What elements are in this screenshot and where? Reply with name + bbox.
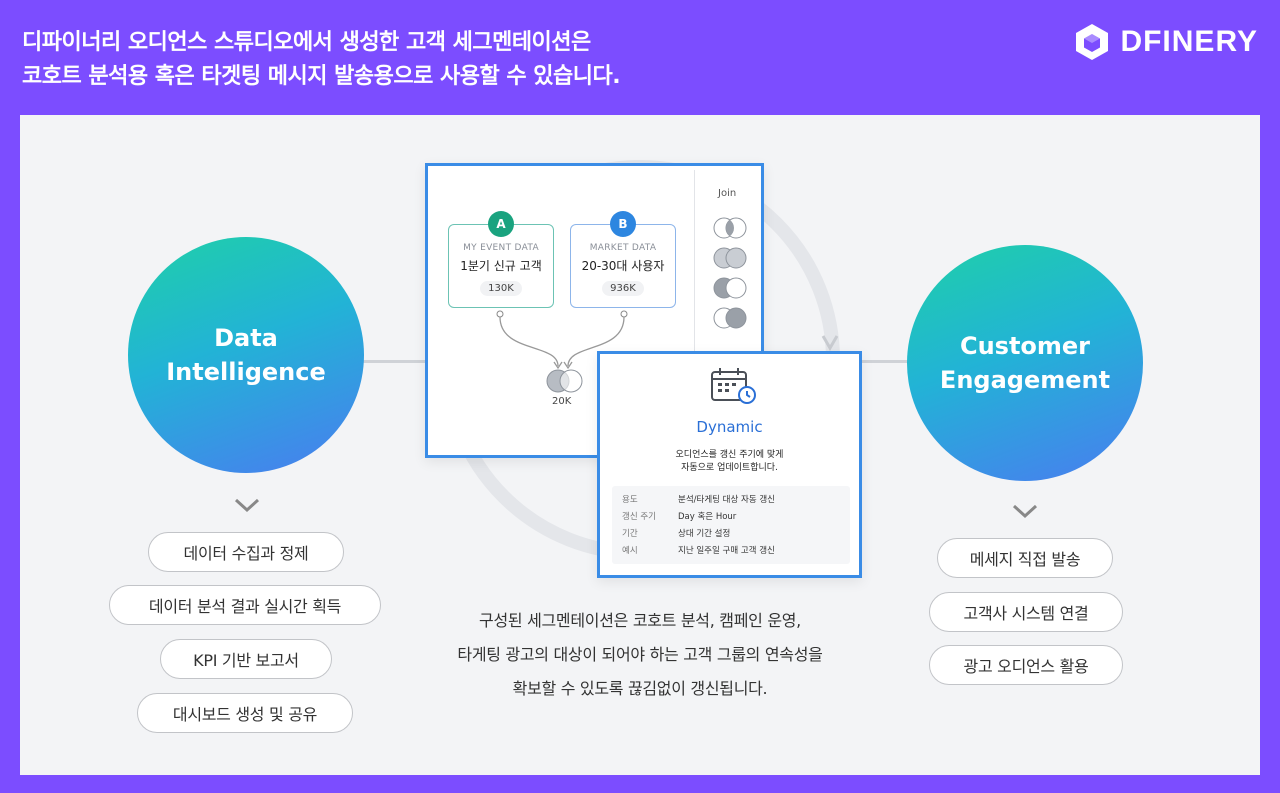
segment-b-name: 20-30대 사용자 [581, 259, 665, 273]
caption: 구성된 세그멘테이션은 코호트 분석, 캠페인 운영, 타게팅 광고의 대상이 … [400, 604, 880, 706]
right-item-2: 고객사 시스템 연결 [929, 592, 1123, 632]
caption-line-1: 구성된 세그멘테이션은 코호트 분석, 캠페인 운영, [479, 611, 801, 630]
join-result-count: 20K [552, 396, 572, 407]
segment-b-count: 936K [602, 281, 644, 296]
headline-line-1: 디파이너리 오디언스 스튜디오에서 생성한 고객 세그멘테이션은 [22, 30, 591, 55]
segment-a-name: 1분기 신규 고객 [460, 259, 542, 273]
segment-b-card: B MARKET DATA 20-30대 사용자 936K [570, 211, 676, 308]
left-item-2: 데이터 분석 결과 실시간 획득 [109, 585, 381, 625]
dynamic-description: 오디언스를 갱신 주기에 맞게 자동으로 업데이트합니다. [675, 450, 784, 473]
calendar-clock-icon [711, 368, 756, 404]
ring-arrow-icon [821, 335, 839, 351]
segment-a-type: MY EVENT DATA [463, 243, 539, 253]
segment-a-card: A MY EVENT DATA 1분기 신규 고객 130K [448, 211, 554, 308]
segment-a-badge: A [488, 211, 514, 237]
brand-name: DFINERY [1120, 25, 1258, 58]
join-result-venn-icon [546, 369, 583, 393]
caption-line-2: 타게팅 광고의 대상이 되어야 하는 고객 그룹의 연속성을 [457, 645, 823, 664]
dynamic-row-key: 갱신 주기 [622, 512, 656, 522]
dynamic-row: 용도 분석/타게팅 대상 자동 갱신 [622, 492, 840, 509]
right-item-3: 광고 오디언스 활용 [929, 645, 1123, 685]
left-item-3: KPI 기반 보고서 [160, 639, 332, 679]
data-intelligence-circle: Data Intelligence [128, 237, 364, 473]
dynamic-row-value: 상대 기간 설정 [678, 529, 731, 539]
join-label: Join [718, 188, 737, 199]
dynamic-row-value: 분석/타게팅 대상 자동 갱신 [678, 495, 775, 505]
left-item-1: 데이터 수집과 정제 [148, 532, 344, 572]
left-chevron-down-icon [232, 496, 262, 516]
join-intersect-icon[interactable] [712, 216, 748, 240]
join-union-icon[interactable] [712, 246, 748, 270]
dynamic-details-table: 용도 분석/타게팅 대상 자동 갱신 갱신 주기 Day 혹은 Hour 기간 상대 … [612, 486, 850, 564]
right-connector-line [860, 360, 910, 363]
customer-engagement-label: Customer Engagement [939, 332, 1111, 394]
right-item-1: 메세지 직접 발송 [937, 538, 1113, 578]
dynamic-row: 예시 지난 일주일 구매 고객 갱신 [622, 543, 840, 560]
dynamic-row-value: Day 혹은 Hour [678, 512, 737, 522]
join-divider [694, 170, 695, 454]
dynamic-title: Dynamic [696, 418, 763, 436]
dynamic-row-key: 기간 [622, 529, 638, 539]
dfinery-cube-icon [1076, 24, 1109, 60]
dynamic-card: Dynamic 오디언스를 갱신 주기에 맞게 자동으로 업데이트합니다. 용도… [597, 351, 862, 578]
segment-a-count: 130K [480, 281, 522, 296]
headline-line-2: 코호트 분석용 혹은 타겟팅 메시지 발송용으로 사용할 수 있습니다. [22, 64, 621, 89]
brand-logo: DFINERY [1074, 22, 1258, 62]
segment-b-type: MARKET DATA [589, 243, 657, 253]
segment-b-badge: B [610, 211, 636, 237]
join-connector-lines [496, 310, 628, 370]
dynamic-row-value: 지난 일주일 구매 고객 갱신 [678, 546, 775, 556]
dynamic-row-key: 용도 [622, 495, 638, 505]
dynamic-row-key: 예시 [622, 546, 638, 556]
join-right-exclude-icon[interactable] [712, 306, 748, 330]
data-intelligence-label: Data Intelligence [166, 324, 326, 386]
headline: 디파이너리 오디언스 스튜디오에서 생성한 고객 세그멘테이션은 코호트 분석용… [22, 26, 621, 94]
left-connector-line [360, 360, 430, 363]
left-item-4: 대시보드 생성 및 공유 [137, 693, 353, 733]
dynamic-row: 기간 상대 기간 설정 [622, 526, 840, 543]
right-chevron-down-icon [1010, 502, 1040, 522]
customer-engagement-circle: Customer Engagement [907, 245, 1143, 481]
dynamic-row: 갱신 주기 Day 혹은 Hour [622, 509, 840, 526]
join-left-exclude-icon[interactable] [712, 276, 748, 300]
join-card: A MY EVENT DATA 1분기 신규 고객 130K B MARKET … [425, 163, 764, 458]
caption-line-3: 확보할 수 있도록 끊김없이 갱신됩니다. [512, 679, 768, 698]
